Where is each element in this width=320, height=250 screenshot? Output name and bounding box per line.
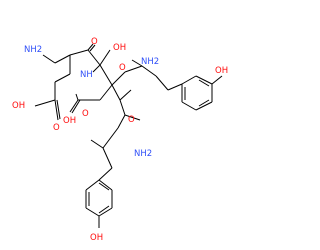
atom-o-ketone-lower: O [128, 115, 135, 125]
atom-oh-phenol-right: OH [215, 66, 228, 76]
atom-oh-glu-acid: OH [12, 101, 25, 111]
atom-nh2-top-left: NH2 [24, 45, 42, 55]
atom-o-ketone-right: O [119, 63, 126, 73]
atom-oh-phenol-bottom: OH [90, 233, 103, 243]
atom-labels: NH2 O OH NH O NH2 OH OH O OH O O NH2 OH [12, 37, 228, 243]
atom-oh-acid-top: OH [113, 43, 126, 53]
atom-oh-acid-mid: OH [63, 116, 76, 126]
bond-lines [34, 43, 223, 228]
structure-svg: NH2 O OH NH O NH2 OH OH O OH O O NH2 OH [12, 37, 228, 243]
molecule-diagram: NH2 O OH NH O NH2 OH OH O OH O O NH2 OH [12, 37, 228, 243]
atom-nh2-right: NH2 [141, 57, 159, 67]
atom-o-acid-mid: O [82, 109, 89, 119]
atom-nh-central: NH [80, 70, 93, 80]
atom-o-ketone-top: O [91, 37, 98, 47]
atom-o-glu-acid: O [53, 123, 60, 133]
atom-nh2-lower: NH2 [134, 149, 152, 159]
